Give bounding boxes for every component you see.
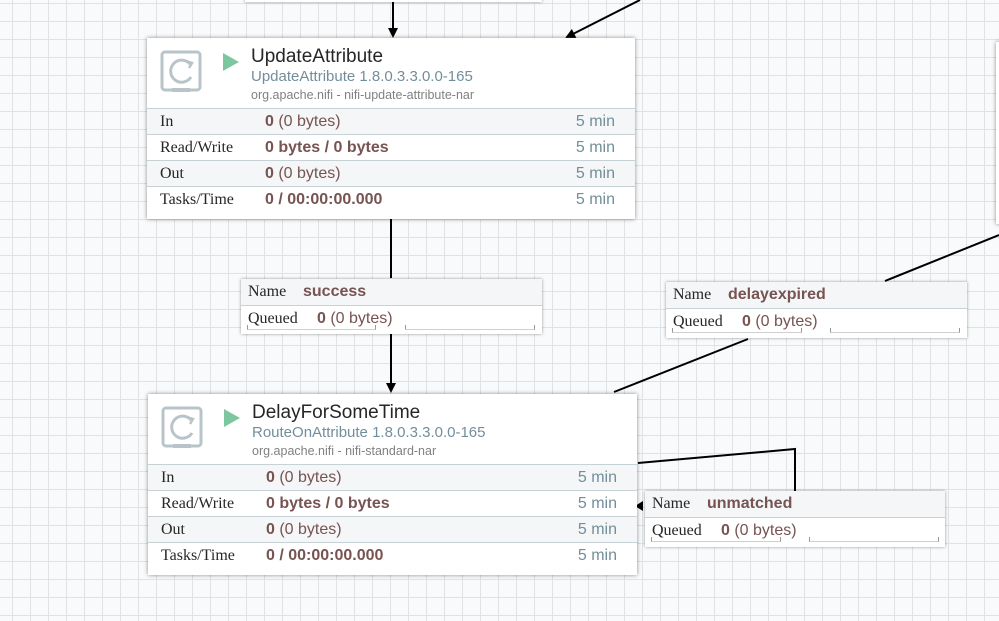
play-icon [224,409,240,427]
processor-type: UpdateAttribute 1.8.0.3.3.0.0-165 [251,68,473,85]
stat-time: 5 min [575,191,615,208]
connection-delayexpired[interactable]: Name delayexpired Queued 0 (0 bytes) [666,282,967,338]
stat-value: 0 (0 bytes) [265,113,341,130]
connection-queued-value: 0 (0 bytes) [742,313,818,330]
connection-success[interactable]: Name success Queued 0 (0 bytes) [241,279,542,334]
incoming-diagonal-connection-line [565,0,641,38]
stat-row-out: Out 0 (0 bytes) 5 min [147,160,635,186]
stat-row-read-write: Read/Write 0 bytes / 0 bytes 5 min [147,134,635,160]
processor-icon [160,50,202,92]
connection-name: delayexpired [728,286,826,303]
stat-value: 0 bytes / 0 bytes [266,495,390,512]
offscreen-processor-edge[interactable] [996,42,999,224]
processor-update-attribute[interactable]: UpdateAttribute UpdateAttribute 1.8.0.3.… [147,38,635,219]
connection-unmatched[interactable]: Name unmatched Queued 0 (0 bytes) [645,491,945,547]
stat-time: 5 min [577,495,617,512]
connection-queued-value: 0 (0 bytes) [317,310,393,327]
stat-row-tasks-time: Tasks/Time 0 / 00:00:00.000 5 min [147,186,635,212]
stat-time: 5 min [575,139,615,156]
connection-name: success [303,283,367,300]
queue-progress-bar [672,328,802,333]
stat-label: Tasks/Time [160,191,234,208]
processor-name: UpdateAttribute [251,46,384,67]
stat-value: 0 bytes / 0 bytes [265,139,389,156]
stat-time: 5 min [577,469,617,486]
stat-row-out: Out 0 (0 bytes) 5 min [148,516,637,542]
stat-time: 5 min [577,547,617,564]
stat-value: 0 (0 bytes) [265,165,341,182]
stat-row-in: In 0 (0 bytes) 5 min [148,464,637,490]
stat-time: 5 min [575,113,615,130]
connection-queued-label: Queued [248,310,298,327]
connection-name-label: Name [652,495,691,512]
unmatched-arrowhead [635,501,643,511]
processor-name: DelayForSomeTime [252,402,421,423]
queue-progress-bar [405,325,535,330]
stat-label: Read/Write [160,139,234,156]
delayexpired-connection-line [884,234,999,282]
connection-queued-value: 0 (0 bytes) [721,522,797,539]
stat-label: Out [161,521,185,538]
queue-progress-bar [247,325,376,330]
stat-label: In [161,469,175,486]
stat-label: Out [160,165,184,182]
stat-label: Read/Write [161,495,235,512]
stat-label: In [160,113,174,130]
stat-row-tasks-time: Tasks/Time 0 / 00:00:00.000 5 min [148,542,637,568]
processor-bundle: org.apache.nifi - nifi-update-attribute-… [251,88,475,102]
connection-name: unmatched [707,495,793,512]
queue-progress-bar [809,537,939,542]
processor-type: RouteOnAttribute 1.8.0.3.3.0.0-165 [252,424,486,441]
stat-value: 0 / 00:00:00.000 [265,191,383,208]
stat-value: 0 (0 bytes) [266,469,342,486]
connection-queued-label: Queued [673,313,723,330]
stat-row-in: In 0 (0 bytes) 5 min [147,108,635,134]
unmatched-connection-line [637,447,796,491]
stat-time: 5 min [577,521,617,538]
stat-value: 0 (0 bytes) [266,521,342,538]
stat-label: Tasks/Time [161,547,235,564]
connection-name-label: Name [248,283,287,300]
delayexpired-connection-line [613,338,749,393]
connection-name-label: Name [673,286,712,303]
play-icon [223,53,239,71]
connection-queued-label: Queued [652,522,702,539]
processor-bundle: org.apache.nifi - nifi-standard-nar [252,444,437,458]
queue-progress-bar [830,328,960,333]
partial-connection-label[interactable] [245,0,542,2]
stat-time: 5 min [575,165,615,182]
stat-value: 0 / 00:00:00.000 [266,547,384,564]
processor-delay-for-some-time[interactable]: DelayForSomeTime RouteOnAttribute 1.8.0.… [148,394,637,575]
queue-progress-bar [651,537,781,542]
processor-icon [161,406,203,448]
stat-row-read-write: Read/Write 0 bytes / 0 bytes 5 min [148,490,637,516]
